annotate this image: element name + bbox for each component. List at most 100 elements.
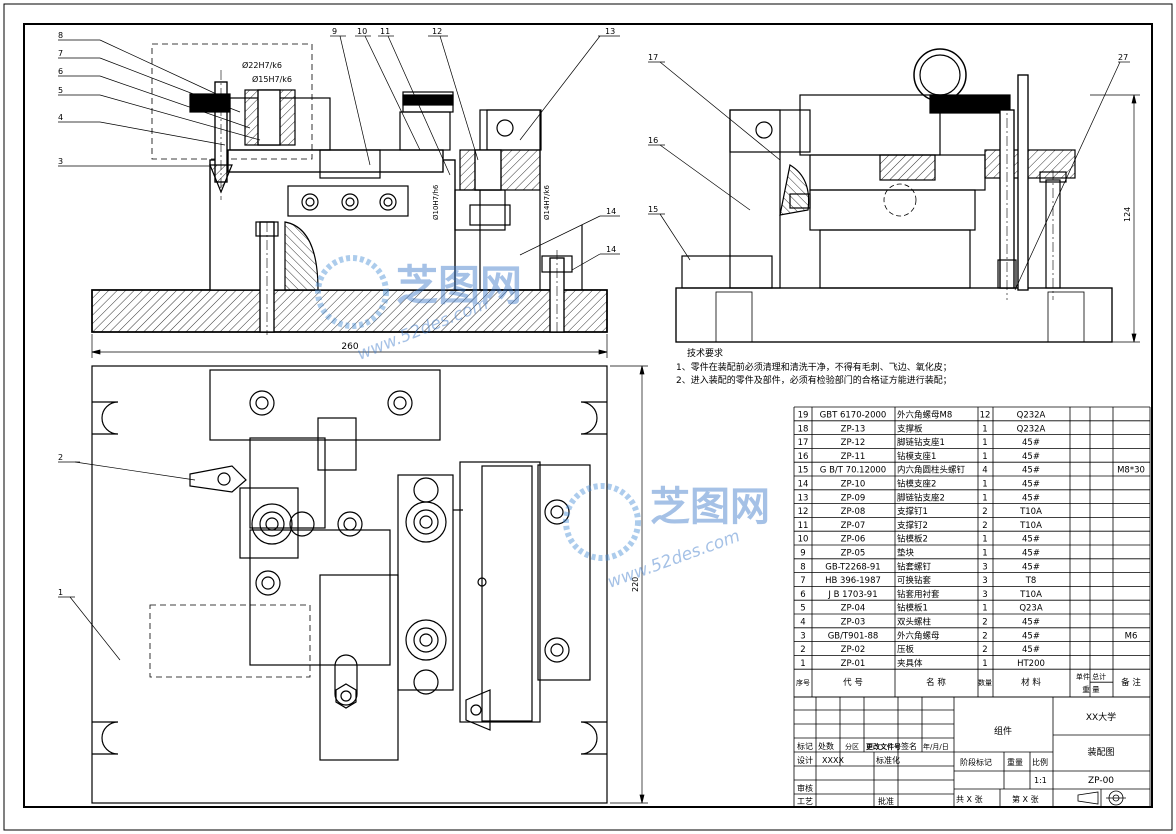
- bom-row-name: 外六角螺母M8: [897, 410, 952, 421]
- bom-header-note: 备 注: [1121, 677, 1141, 688]
- tb-standard: 标准化: [876, 755, 900, 765]
- bom-row-code: GB/T901-88: [828, 631, 879, 641]
- bom-header-code: 代 号: [843, 677, 863, 688]
- callout-4: 4: [58, 113, 63, 122]
- bom-row-no: 4: [800, 618, 805, 628]
- bom-row-qty: 3: [982, 576, 987, 586]
- bom-row-material: Q232A: [1017, 411, 1046, 421]
- front-view: [91, 43, 608, 335]
- dim-height-top: 220: [631, 577, 640, 592]
- bom-row-qty: 1: [982, 452, 987, 462]
- bom-row-name: 可换钻套: [897, 575, 932, 586]
- bom-row-name: 钻模支座1: [897, 451, 936, 462]
- bom-row-no: 7: [800, 576, 805, 586]
- tb-scale: 1:1: [1034, 776, 1047, 785]
- tb-weight: 重量: [1007, 757, 1023, 767]
- callout-27: 27: [1118, 53, 1128, 62]
- svg-text:芝图网: 芝图网: [650, 484, 770, 530]
- tb-count: 处数: [818, 741, 834, 751]
- dim-height-side: 124: [1123, 207, 1132, 222]
- tb-drawing-name: 装配图: [1087, 746, 1114, 758]
- tb-approve: 批准: [878, 796, 894, 806]
- callout-14a: 14: [606, 207, 616, 216]
- tech-requirements-title: 技术要求: [687, 347, 723, 359]
- bom-row-code: ZP-11: [841, 452, 866, 462]
- bom-row-qty: 1: [982, 604, 987, 614]
- tb-scale-label: 比例: [1032, 757, 1048, 767]
- bom-row-name: 外六角螺母: [897, 630, 940, 641]
- bom-row-material: HT200: [1017, 659, 1045, 669]
- bom-row-code: ZP-09: [841, 493, 866, 503]
- bom-row-material: 45#: [1022, 631, 1040, 641]
- bom-row-material: T10A: [1019, 507, 1042, 517]
- side-height-dimension: [1090, 94, 1140, 343]
- bom-row-code: ZP-13: [841, 424, 866, 434]
- bom-row-material: Q232A: [1017, 424, 1046, 434]
- tb-mark: 标记: [797, 741, 813, 751]
- side-view: [675, 48, 1113, 343]
- bom-row-code: ZP-07: [841, 521, 866, 531]
- bom-row-note: M6: [1125, 631, 1138, 641]
- bom-row-material: 45#: [1022, 562, 1040, 572]
- tech-requirement-2: 2、进入装配的零件及部件，必须有检验部门的合格证方能进行装配；: [676, 374, 952, 386]
- bom-row-name: 钻模支座2: [897, 479, 936, 490]
- bom-row-material: 45#: [1022, 466, 1040, 476]
- callout-6: 6: [58, 67, 63, 76]
- bom-row-material: T8: [1025, 576, 1037, 586]
- bom-row-no: 9: [800, 549, 805, 559]
- bom-row-material: T10A: [1019, 521, 1042, 531]
- bom-row-name: 压板: [897, 644, 915, 655]
- fit-label-1: Ø22H7/k6: [242, 60, 282, 70]
- callout-10: 10: [357, 27, 367, 36]
- top-height-dimension: [610, 365, 648, 804]
- bom-row-no: 18: [798, 424, 809, 434]
- bom-row-code: ZP-01: [841, 659, 866, 669]
- callout-5: 5: [58, 86, 63, 95]
- fit-label-2: Ø15H7/k6: [252, 74, 292, 84]
- bom-row-code: GBT 6170-2000: [820, 411, 887, 421]
- bom-row-name: 垫块: [897, 548, 915, 559]
- tb-sheets-total: 共 X 张: [956, 795, 983, 804]
- callout-12: 12: [432, 27, 442, 36]
- bom-row-qty: 2: [982, 645, 987, 655]
- callout-17: 17: [648, 53, 658, 62]
- bom-row-name: 支撑钉1: [897, 506, 928, 517]
- bom-row-qty: 1: [982, 424, 987, 434]
- bom-row-code: J B 1703-91: [827, 590, 877, 600]
- bom-row-name: 钻套用衬套: [897, 589, 940, 600]
- bom-row-code: G B/T 70.12000: [820, 466, 886, 476]
- callout-13: 13: [605, 27, 615, 36]
- bom-row-material: T10A: [1019, 590, 1042, 600]
- bom-row-name: 支撑板: [897, 423, 923, 434]
- leader-lines-side: [648, 61, 1130, 291]
- inner-frame: [23, 23, 1153, 808]
- bom-row-code: ZP-10: [841, 480, 866, 490]
- svg-text:www.52des.com: www.52des.com: [605, 526, 743, 593]
- bom-row-qty: 3: [982, 590, 987, 600]
- bom-row-name: 脚链钻支座2: [897, 492, 945, 503]
- tb-drawing-no: ZP-00: [1088, 776, 1114, 786]
- tb-date: 年/月/日: [923, 742, 949, 751]
- tb-review: 审核: [797, 783, 813, 793]
- projection-symbol: [1077, 790, 1126, 806]
- bom-row-name: 脚链钻支座1: [897, 437, 945, 448]
- bom-row-qty: 1: [982, 438, 987, 448]
- callout-11: 11: [380, 27, 390, 36]
- bom-row-name: 钻模板1: [897, 603, 928, 614]
- bom-row-name: 钻套螺钉: [897, 561, 932, 572]
- front-width-dimension: [91, 334, 608, 358]
- bom-row-material: 45#: [1022, 549, 1040, 559]
- callout-16: 16: [648, 136, 658, 145]
- bom-header-material: 材 料: [1021, 677, 1041, 688]
- top-view: [91, 365, 608, 804]
- callout-7: 7: [58, 49, 63, 58]
- bom-row-no: 12: [798, 507, 809, 517]
- bom-row-material: 45#: [1022, 645, 1040, 655]
- tb-design: 设计: [797, 755, 813, 765]
- tb-zone: 分区: [845, 742, 859, 751]
- tb-school: XX大学: [1086, 711, 1116, 723]
- bom-row-qty: 2: [982, 507, 987, 517]
- bom-row-no: 13: [798, 493, 809, 503]
- bom-row-material: 45#: [1022, 493, 1040, 503]
